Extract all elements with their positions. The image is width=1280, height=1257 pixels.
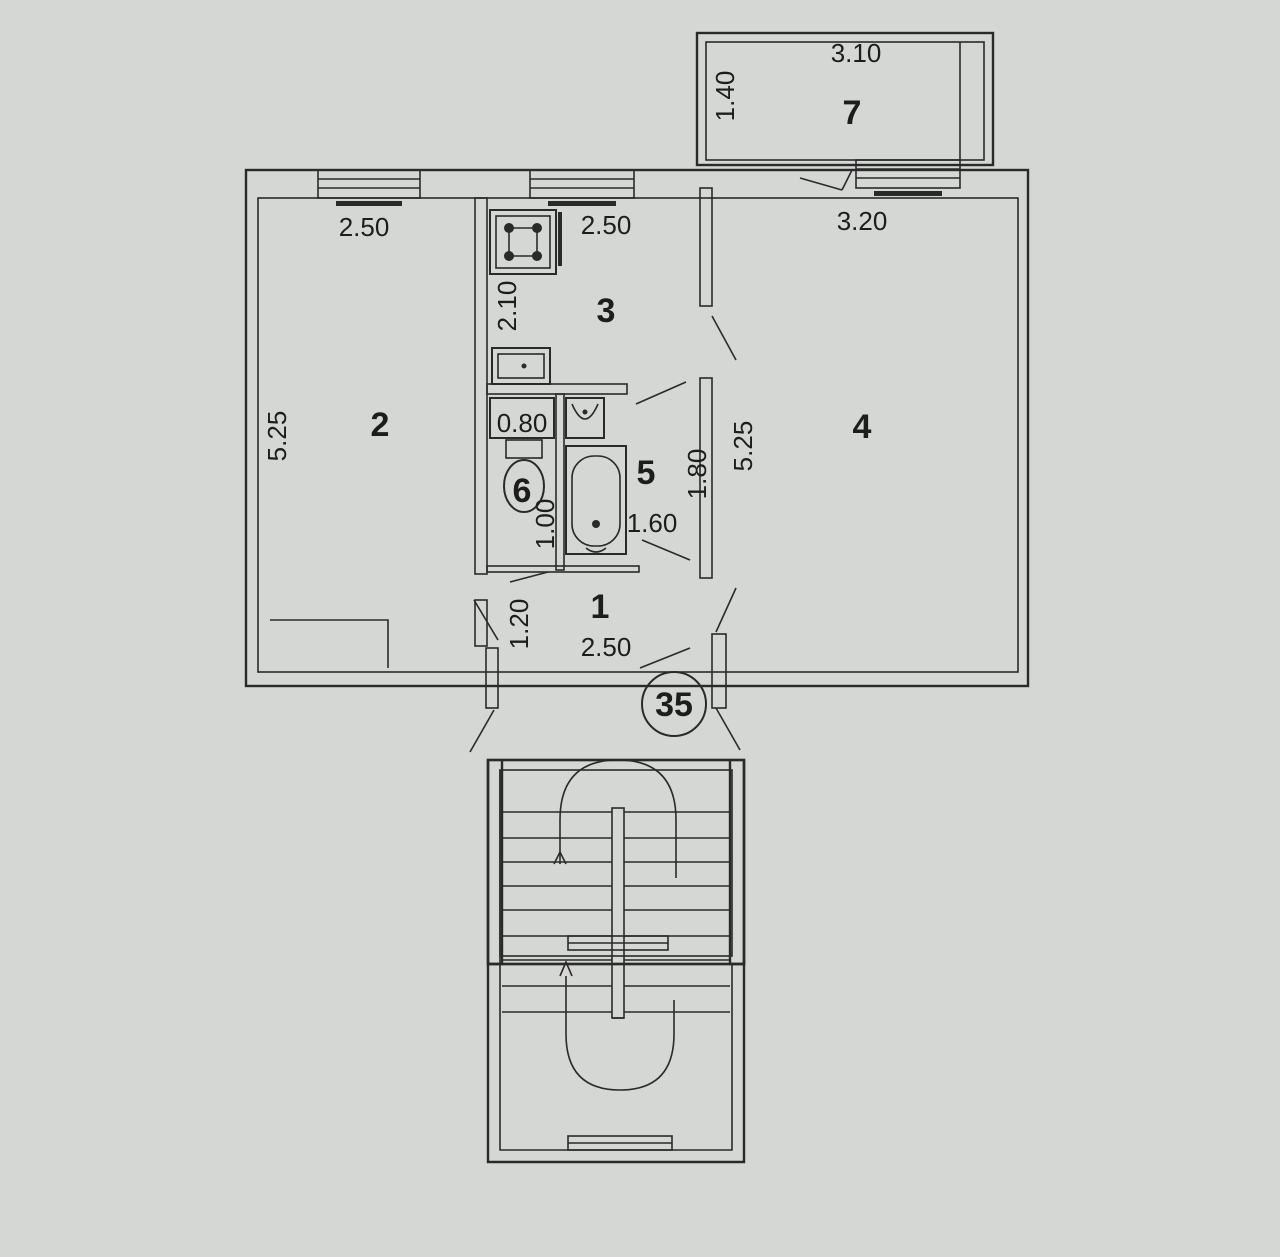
- washbasin-icon: [565, 397, 605, 439]
- apartment-number: 35: [655, 686, 693, 724]
- dim-room-4-length: 5.25: [728, 421, 758, 472]
- dim-room-6-depth: 1.00: [530, 499, 560, 550]
- dim-room-1-depth: 1.20: [504, 599, 534, 650]
- room-7-number: 7: [843, 94, 862, 132]
- dim-room-2-width: 2.50: [339, 212, 390, 242]
- stairwell-lower: [486, 964, 746, 1164]
- room-7-balcony: [695, 31, 995, 167]
- dim-room-6-width: 0.80: [497, 408, 548, 438]
- window-room-2: [317, 169, 421, 206]
- dim-room-3-depth: 2.10: [492, 281, 522, 332]
- kitchen-sink-icon: [491, 347, 551, 385]
- apartment-number-badge: [641, 671, 707, 737]
- room-2-number: 2: [371, 406, 390, 444]
- room-3-number: 3: [597, 292, 616, 330]
- outer-walls: [244, 168, 1030, 688]
- stairwell-doors: [469, 647, 741, 753]
- dim-room-7-depth: 1.40: [710, 71, 740, 122]
- window-room-4: [855, 159, 961, 196]
- room-4-number: 4: [853, 408, 872, 446]
- dim-room-2-length: 5.25: [262, 411, 292, 462]
- interior-walls: [270, 187, 727, 687]
- dim-room-4-width: 3.20: [837, 206, 888, 236]
- dim-room-3-width: 2.50: [581, 210, 632, 240]
- stove-icon: [489, 209, 562, 275]
- dim-room-7-width: 3.10: [831, 38, 882, 68]
- toilet-icon: [489, 397, 555, 513]
- dim-room-5-width: 1.60: [627, 508, 678, 538]
- doors: [473, 315, 737, 669]
- window-room-3: [529, 169, 635, 206]
- bathtub-icon: [565, 445, 627, 555]
- stair-arrow-icon: [553, 759, 677, 1091]
- room-1-number: 1: [591, 588, 610, 626]
- room-5-number: 5: [637, 454, 656, 492]
- balcony-door: [799, 169, 853, 191]
- room-6-number: 6: [513, 472, 532, 510]
- stair-steps: [502, 811, 730, 1013]
- dim-room-1-width: 2.50: [581, 632, 632, 662]
- dim-room-5-depth: 1.80: [682, 449, 712, 500]
